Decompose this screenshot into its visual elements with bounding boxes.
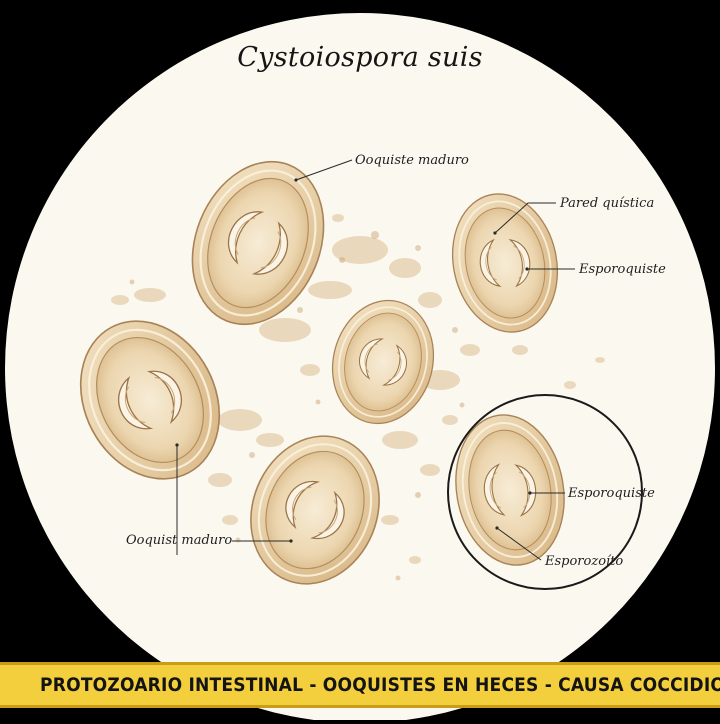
debris-dots (129, 231, 465, 581)
magnification-circle (447, 394, 643, 590)
leader-dots (175, 178, 532, 543)
label-esporozoito: Esporozoíto (545, 554, 624, 569)
label-ooquiste-maduro-top: Ooquiste maduro (355, 153, 469, 168)
banner-text: PROTOZOARIO INTESTINAL - OOQUISTES EN HE… (40, 674, 720, 696)
diagram-title: Cystoiospora suis (237, 42, 483, 73)
caption-banner: PROTOZOARIO INTESTINAL - OOQUISTES EN HE… (0, 662, 720, 708)
label-ooquiste-maduro-bottom: Ooquist maduro (126, 533, 233, 548)
label-esporoquiste-inset: Esporoquiste (568, 486, 655, 501)
label-pared-quistica: Pared quística (560, 196, 655, 211)
leader-lines (176, 159, 575, 561)
label-esporoquiste-top: Esporoquiste (579, 262, 666, 277)
